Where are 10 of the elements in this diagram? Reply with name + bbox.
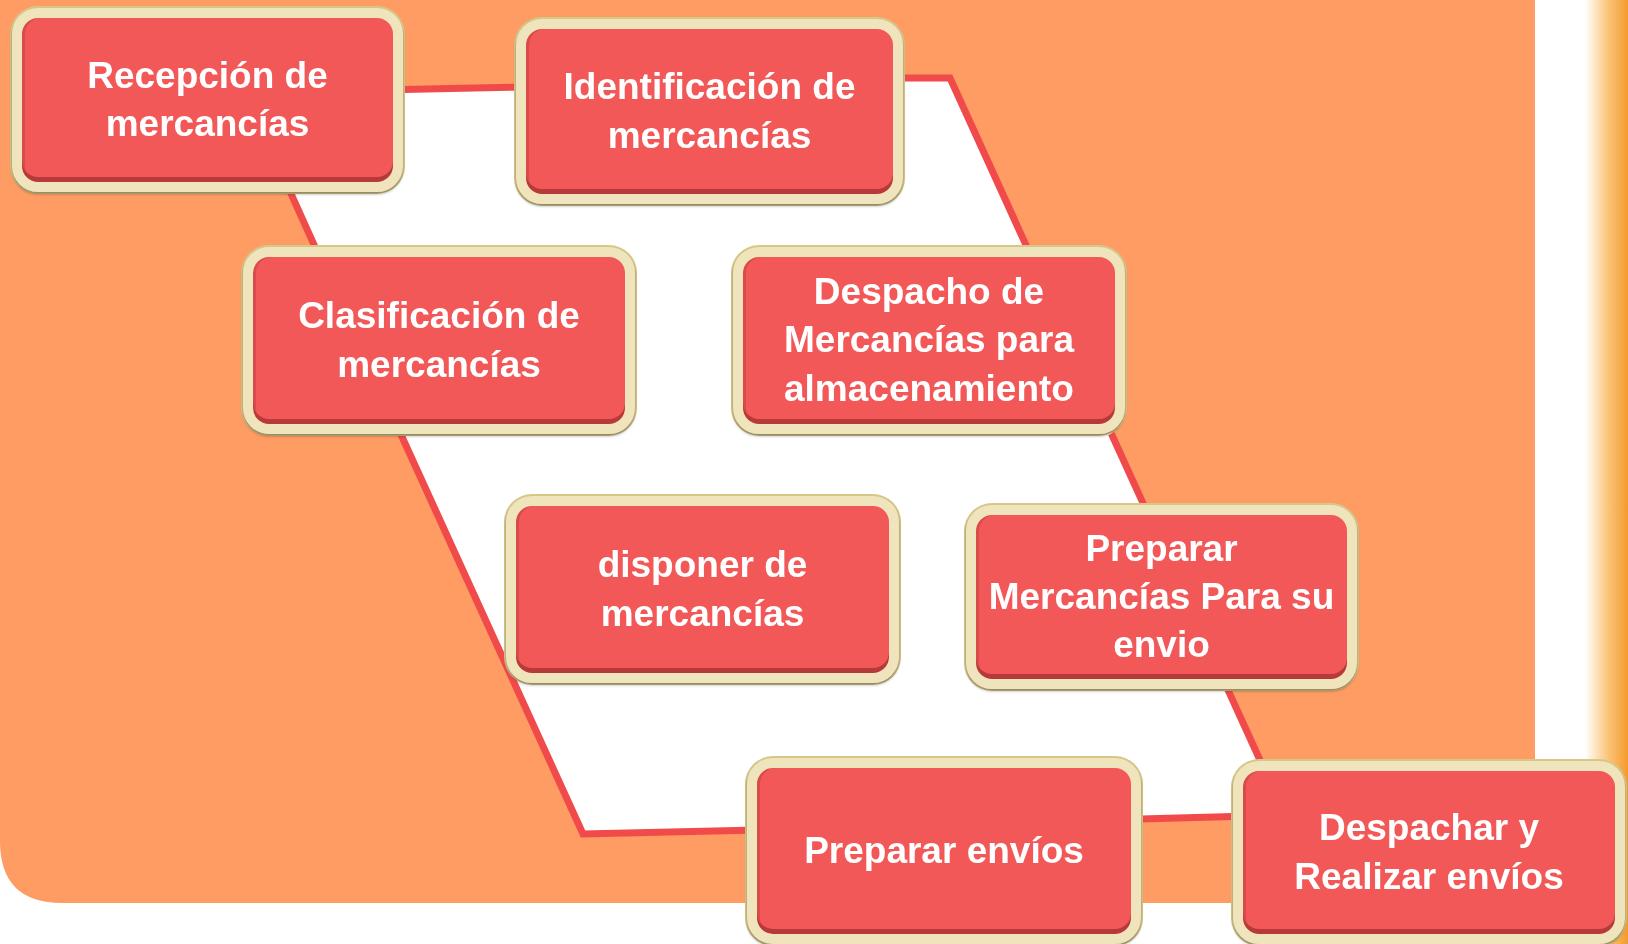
process-box: Clasificación de mercancías [243,247,635,434]
connector-line [402,83,517,94]
connector-line [1140,812,1234,823]
process-box: disponer de mercancías [506,496,899,683]
process-box: Despachar y Realizar envíos [1233,761,1625,944]
process-box: Preparar Mercancías Para su envio [966,505,1357,689]
process-box: Despacho de Mercancías para almacenamiento [733,247,1125,434]
process-box: Identificación de mercancías [516,19,903,204]
process-box: Preparar envíos [747,758,1141,944]
process-box: Recepción de mercancías [12,8,403,192]
